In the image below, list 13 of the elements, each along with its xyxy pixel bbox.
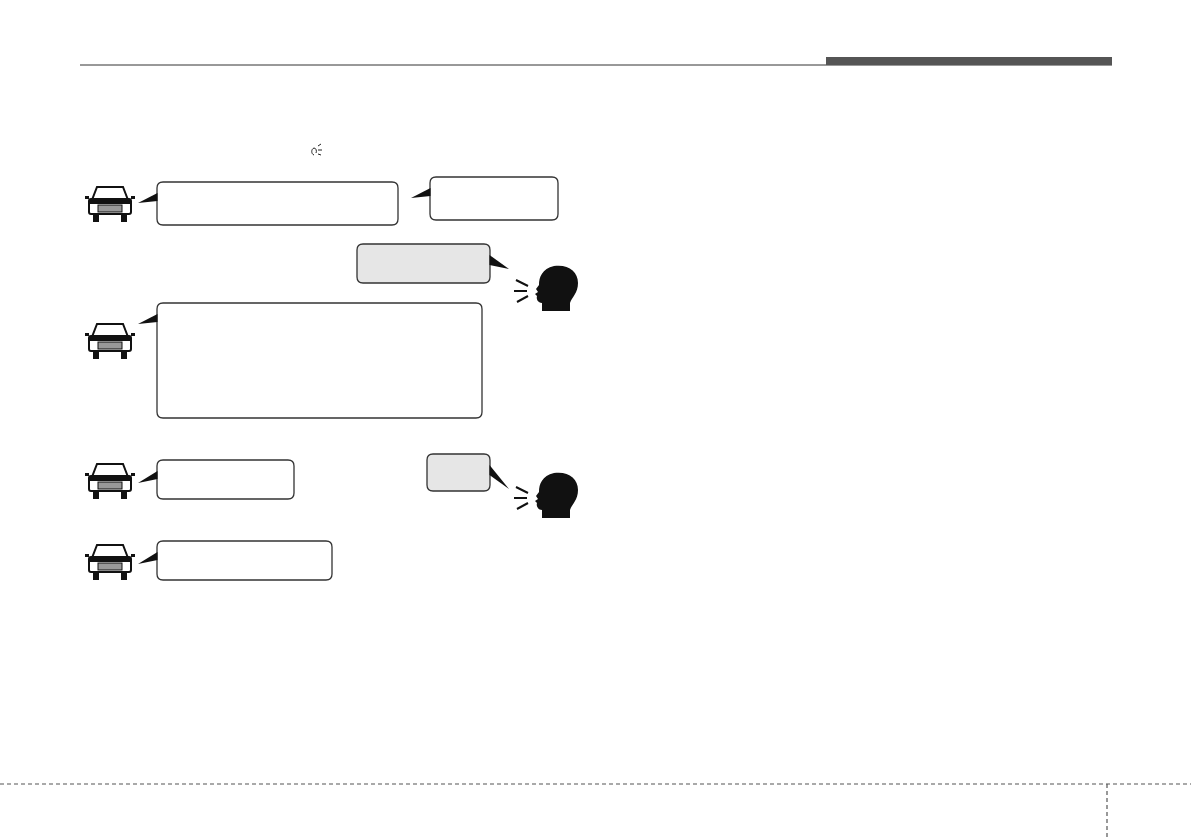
car-icon [85, 184, 135, 222]
speech-bubble [137, 540, 332, 582]
speech-bubble [357, 243, 510, 285]
car-icon [85, 542, 135, 580]
speech-bubble [427, 453, 510, 493]
speech-bubble [137, 302, 482, 420]
speech-bubble [137, 459, 294, 501]
speech-bubble [137, 181, 398, 227]
speech-bubble [410, 176, 558, 222]
speaking-head-icon [512, 263, 578, 311]
car-icon [85, 321, 135, 359]
speaking-head-icon [512, 470, 578, 520]
car-icon [85, 461, 135, 499]
